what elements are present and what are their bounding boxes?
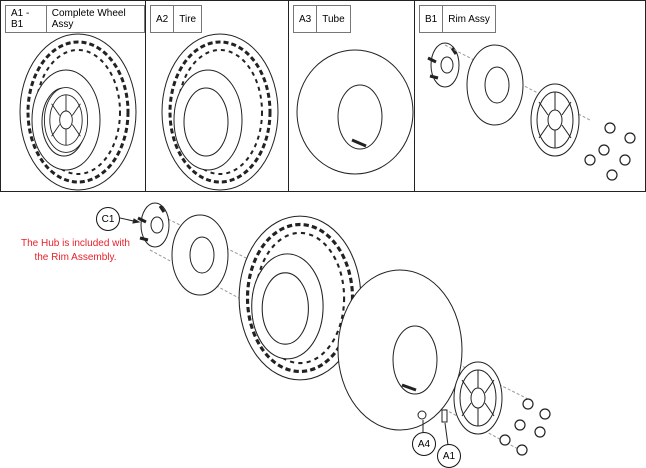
panel-rim-assy: B1 Rim Assy [414, 0, 646, 192]
panel-tube: A3 Tube [288, 0, 415, 192]
exploded-assembly-drawing [119, 202, 551, 456]
part-code: B1 [425, 13, 438, 25]
hub-note-line1: The Hub is included with [21, 238, 130, 249]
hub-note-line2: the Rim Assembly. [34, 252, 117, 263]
panel-tag: A2 Tire [150, 5, 203, 33]
part-code: A2 [156, 13, 169, 25]
rim-assy-drawing [427, 42, 636, 181]
panel-complete-wheel: A1 - B1 Complete Wheel Assy [0, 0, 146, 192]
part-label: Rim Assy [442, 6, 495, 32]
panel-tire: A2 Tire [145, 0, 289, 192]
callout-a4: A4 [412, 432, 436, 456]
part-label: Tube [316, 6, 349, 32]
tube-drawing [296, 49, 414, 175]
panel-tag: A3 Tube [293, 5, 351, 33]
part-code: A3 [299, 13, 312, 25]
callout-c1: C1 [96, 207, 120, 231]
hub-note: The Hub is included with the Rim Assembl… [18, 237, 133, 265]
callout-a1: A1 [437, 444, 461, 468]
panel-tag: A1 - B1 Complete Wheel Assy [5, 5, 145, 33]
panel-tag: B1 Rim Assy [419, 5, 496, 33]
part-label: Complete Wheel Assy [45, 6, 144, 32]
part-label: Tire [173, 6, 201, 32]
part-code: A1 - B1 [11, 8, 30, 30]
